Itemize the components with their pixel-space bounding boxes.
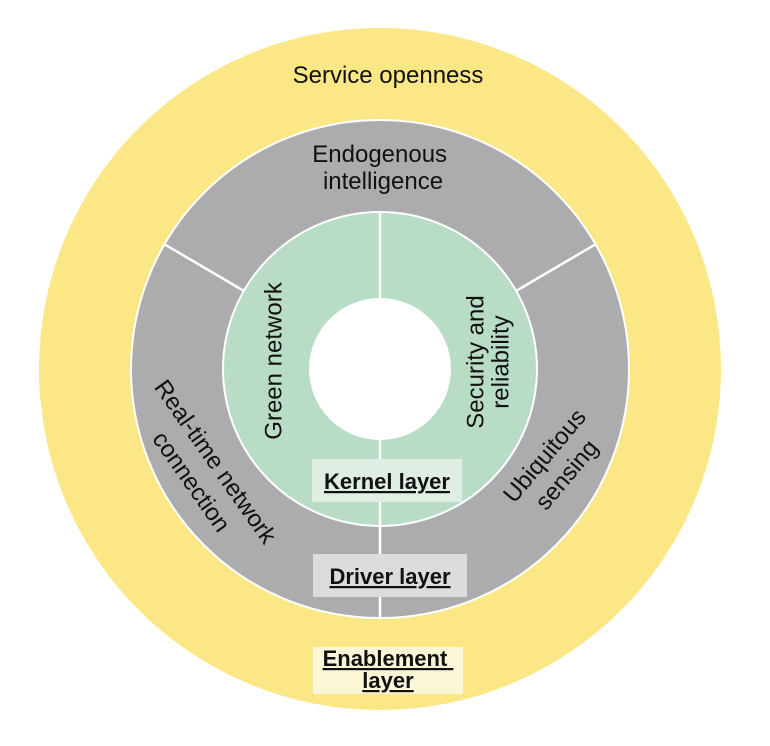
kernel-layer-label: Kernel layer — [324, 469, 450, 494]
middle-ring-top-label: Endogenous intelligence — [312, 141, 453, 195]
middle-ring-top-label-line2: intelligence — [323, 168, 443, 195]
enablement-layer-label: Enablement layer — [323, 646, 454, 693]
kernel-layer-box — [312, 459, 462, 502]
enablement-layer-label-line2: layer — [362, 668, 414, 693]
middle-ring-left-divider — [163, 242, 245, 293]
driver-layer-box — [313, 554, 467, 597]
inner-ring-left-label: Green network — [261, 281, 288, 439]
inner-ring-right-label-line1: Security and — [463, 295, 490, 428]
enablement-layer-box — [313, 647, 463, 694]
middle-ring-right-divider — [515, 242, 597, 293]
outer-ring-label: Service openness — [293, 62, 484, 89]
center-circle — [309, 298, 451, 440]
driver-layer-label: Driver layer — [329, 564, 451, 589]
enablement-layer-label-line1: Enablement — [323, 646, 448, 671]
inner-ring-right-label-line2: reliability — [488, 315, 515, 408]
middle-ring-top-label-line1: Endogenous — [312, 141, 447, 168]
